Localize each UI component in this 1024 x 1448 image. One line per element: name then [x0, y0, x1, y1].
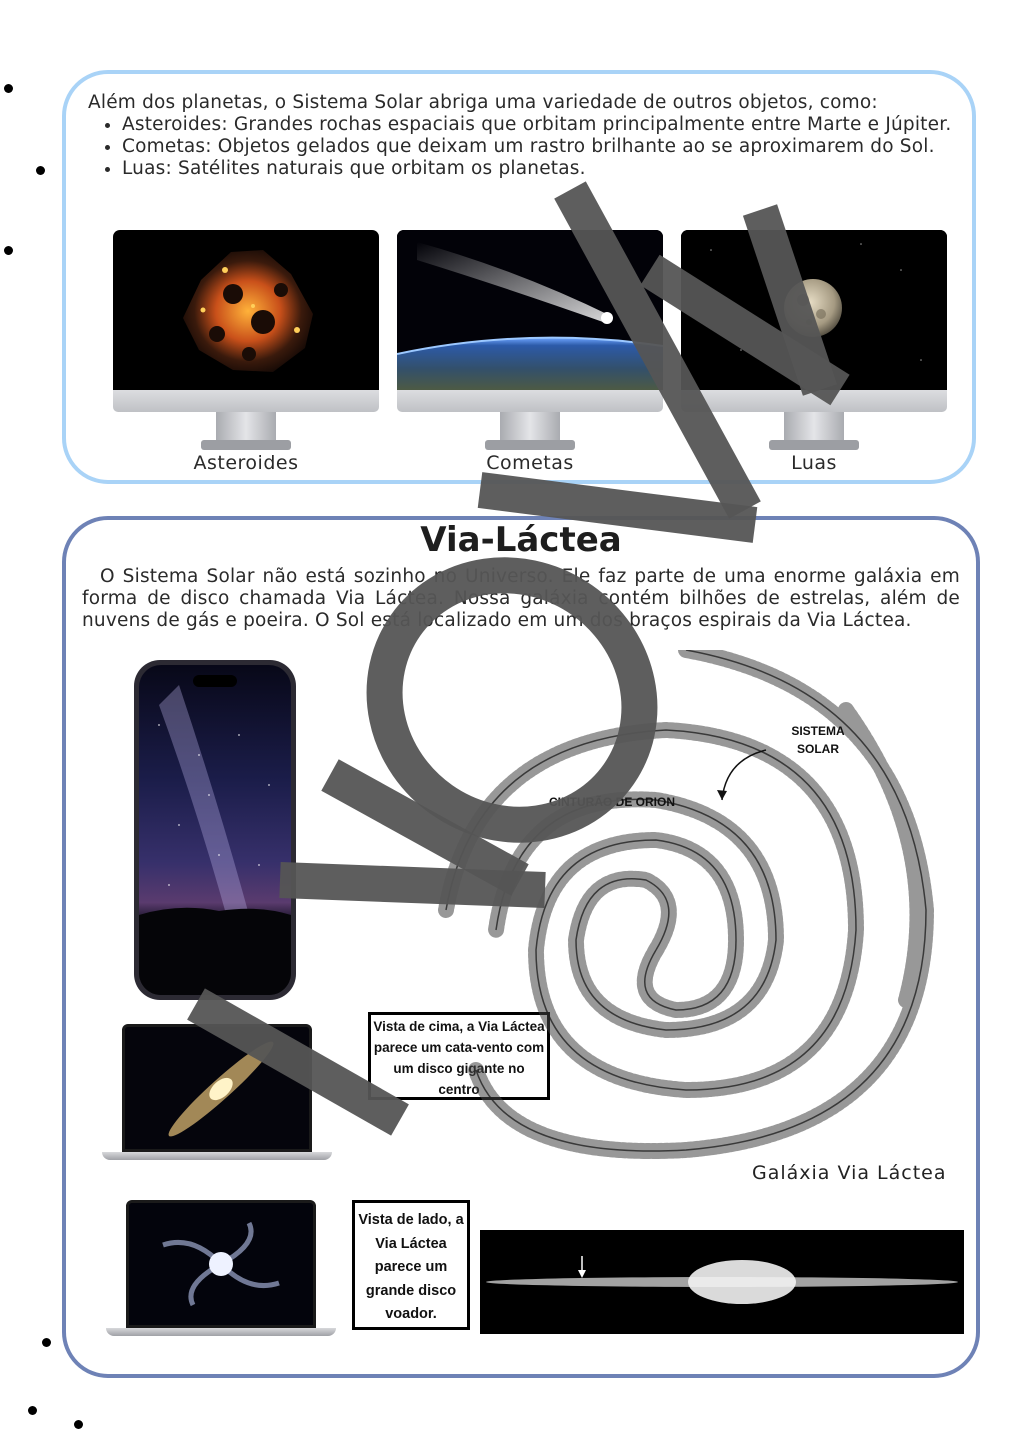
side-view-galaxy-image: [480, 1230, 964, 1334]
milky-way-panel: Via-Láctea O Sistema Solar não está sozi…: [62, 516, 980, 1378]
label-sistema-solar: SISTEMA SOLAR: [791, 724, 845, 756]
monitor-chin: [397, 390, 663, 412]
margin-dot: [4, 246, 13, 255]
monitor-chin: [113, 390, 379, 412]
laptop-base: [106, 1328, 336, 1336]
laptop-base: [102, 1152, 332, 1160]
monitor-foot: [485, 440, 575, 450]
margin-dot: [42, 1338, 51, 1347]
monitor-caption: Asteroides: [193, 452, 299, 474]
list-item: Luas: Satélites naturais que orbitam os …: [122, 158, 960, 180]
laptop-spiral-galaxy: [106, 1200, 336, 1340]
laptop-edge-galaxy: [102, 1024, 332, 1164]
phone-milky-way-photo: [134, 660, 296, 1000]
monitor-foot: [769, 440, 859, 450]
phone-notch: [193, 675, 237, 687]
monitor-caption: Cometas: [486, 452, 574, 474]
spiral-galaxy-image: [126, 1200, 316, 1328]
intro-lead: Além dos planetas, o Sistema Solar abrig…: [88, 92, 878, 113]
monitor-caption: Luas: [791, 452, 837, 474]
margin-dot: [74, 1420, 83, 1429]
monitor-chin: [681, 390, 947, 412]
margin-dot: [28, 1406, 37, 1415]
monitor-asteroides: Asteroides: [113, 230, 379, 480]
galaxy-spiral-sketch: SISTEMA SOLAR CINTURÃO DE ORION: [386, 642, 956, 1210]
label-cinturao-orion: CINTURÃO DE ORION: [549, 795, 675, 809]
monitor-stand: [216, 412, 276, 442]
list-item: Cometas: Objetos gelados que deixam um r…: [122, 136, 960, 158]
section-title: Via-Láctea: [420, 520, 622, 560]
milky-way-sky-image: [139, 665, 291, 995]
callout-side-view: Vista de lado, a Via Láctea parece um gr…: [352, 1200, 470, 1330]
asteroid-image: [113, 230, 379, 390]
milky-way-text: O Sistema Solar não está sozinho no Univ…: [82, 566, 960, 631]
intro-text: Além dos planetas, o Sistema Solar abrig…: [88, 92, 960, 180]
monitor-stand: [500, 412, 560, 442]
monitor-stand: [784, 412, 844, 442]
edge-on-galaxy-image: [122, 1024, 312, 1152]
margin-dot: [36, 166, 45, 175]
monitor-luas: Luas: [681, 230, 947, 480]
comet-image: [397, 230, 663, 390]
monitor-foot: [201, 440, 291, 450]
list-item: Asteroides: Grandes rochas espaciais que…: [122, 114, 960, 136]
monitor-cometas: Cometas: [397, 230, 663, 480]
other-objects-panel: Além dos planetas, o Sistema Solar abrig…: [62, 70, 976, 484]
galaxy-caption: Galáxia Via Láctea: [752, 1162, 947, 1184]
moon-image: [681, 230, 947, 390]
objects-list: Asteroides: Grandes rochas espaciais que…: [88, 114, 960, 180]
margin-dot: [4, 84, 13, 93]
